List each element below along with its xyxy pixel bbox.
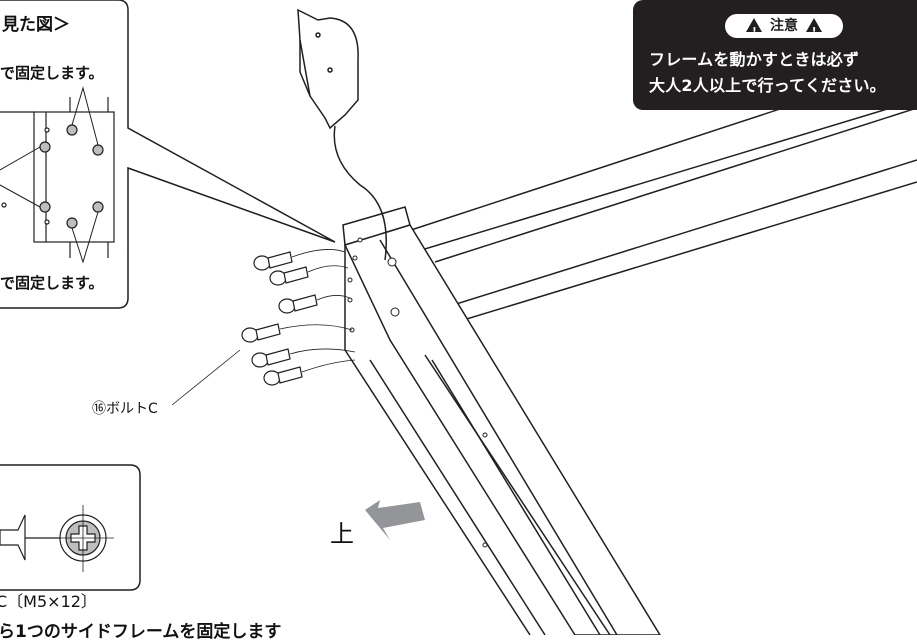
- warning-badge: ! 注意 !: [725, 14, 843, 38]
- warning-line-2: 大人2人以上で行ってください。: [649, 76, 886, 95]
- footer-heading: ら1つのサイドフレームを固定します: [0, 622, 282, 642]
- side-frame-post: [342, 206, 661, 635]
- bolt-side-view: [0, 514, 60, 561]
- bolt-2: [269, 266, 309, 286]
- bolt-spec-label: C〔M5×12〕: [0, 592, 97, 611]
- warning-triangle-icon: !: [805, 18, 822, 37]
- bolt-1: [253, 251, 293, 271]
- detail-title: 見た図＞: [2, 15, 70, 35]
- bolt-5: [251, 348, 291, 368]
- warning-line-1: フレームを動かすときは必ず: [649, 50, 860, 69]
- lower-fix-note: で固定します。: [0, 274, 104, 292]
- bolt-4: [241, 323, 281, 343]
- pedal-unit: [297, 8, 359, 130]
- warning-panel: ! 注意 ! フレームを動かすときは必ず 大人2人以上で行ってください。: [633, 0, 917, 110]
- bolt-head-phillips-icon: [56, 505, 114, 572]
- detail-holes: [1, 124, 104, 229]
- bolt-3: [278, 294, 318, 314]
- bolts-c: [241, 251, 318, 386]
- bolt-guide-lines: [171, 249, 356, 406]
- upper-fix-note: で固定します。: [0, 64, 104, 82]
- pedal-cable: [333, 125, 387, 261]
- bolt-6: [263, 366, 303, 386]
- warning-badge-label: 注意: [770, 18, 798, 34]
- frame-holes: [347, 237, 488, 548]
- warning-triangle-icon: !: [746, 18, 763, 37]
- direction-label: 上: [330, 520, 354, 548]
- detail-pointer-lines: [0, 86, 99, 264]
- detail-callout: [0, 0, 336, 309]
- direction-arrow-icon: [365, 500, 425, 540]
- part-label-bolt-c: ⑯ボルトC: [92, 401, 158, 417]
